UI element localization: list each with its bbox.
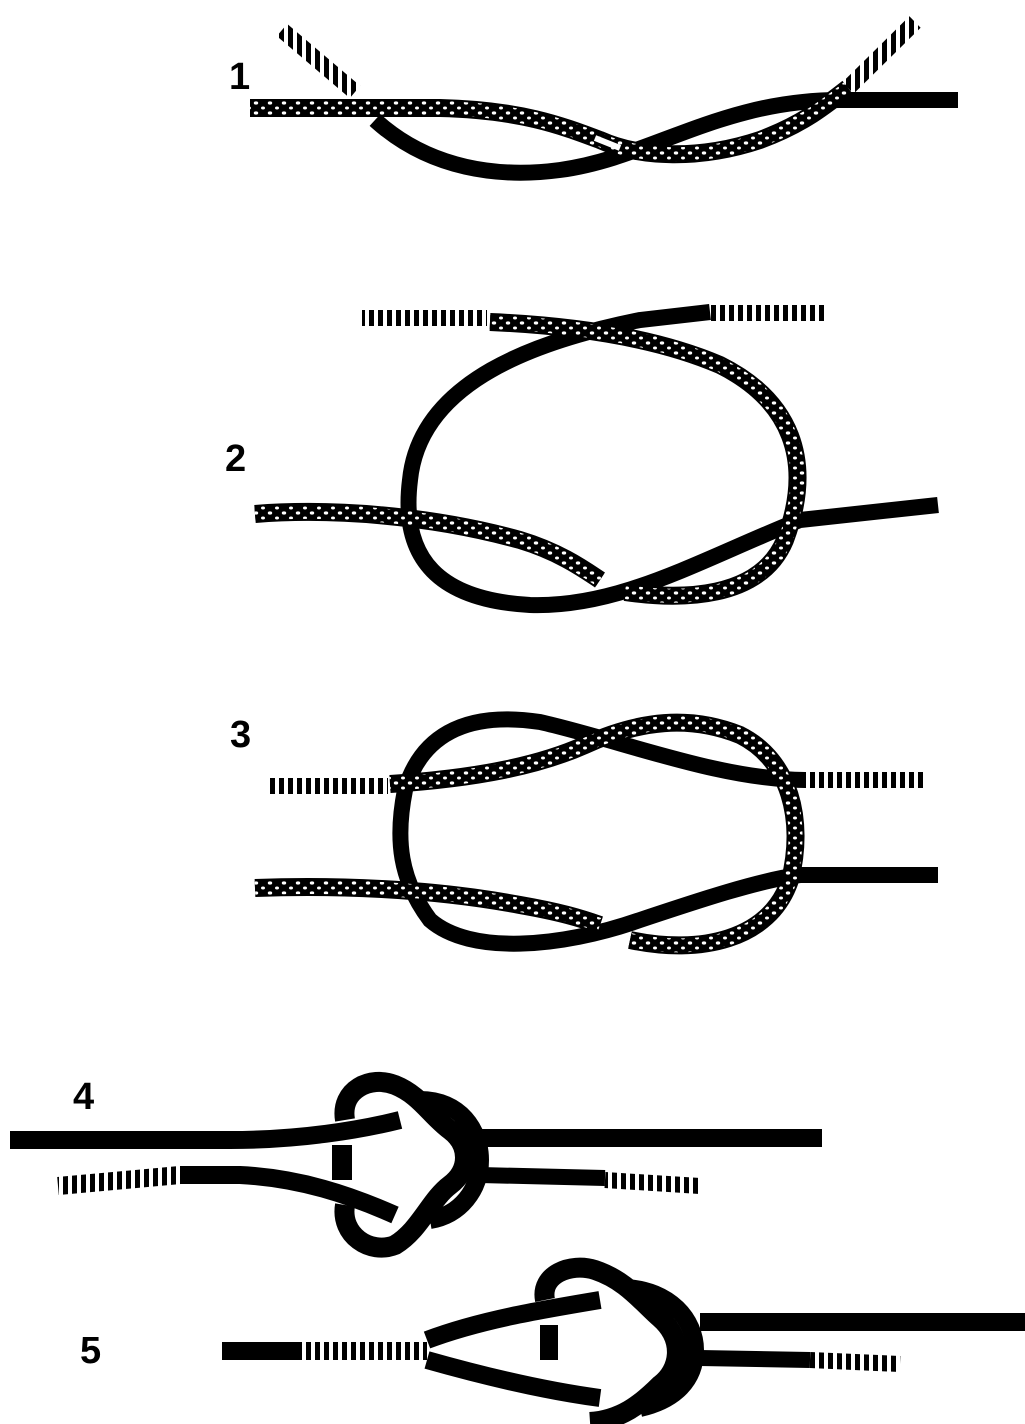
step-1-number: 1 — [229, 56, 251, 98]
step-5-number: 5 — [80, 1330, 102, 1372]
step-4-figure — [10, 1071, 822, 1258]
step-4-number: 4 — [73, 1076, 95, 1118]
step-2-number: 2 — [225, 438, 247, 480]
step-3-number: 3 — [230, 714, 252, 756]
step-1-figure — [250, 16, 958, 181]
step-2-figure — [254, 304, 939, 614]
step-5-figure — [222, 1257, 1025, 1424]
step-3-figure — [254, 711, 938, 955]
